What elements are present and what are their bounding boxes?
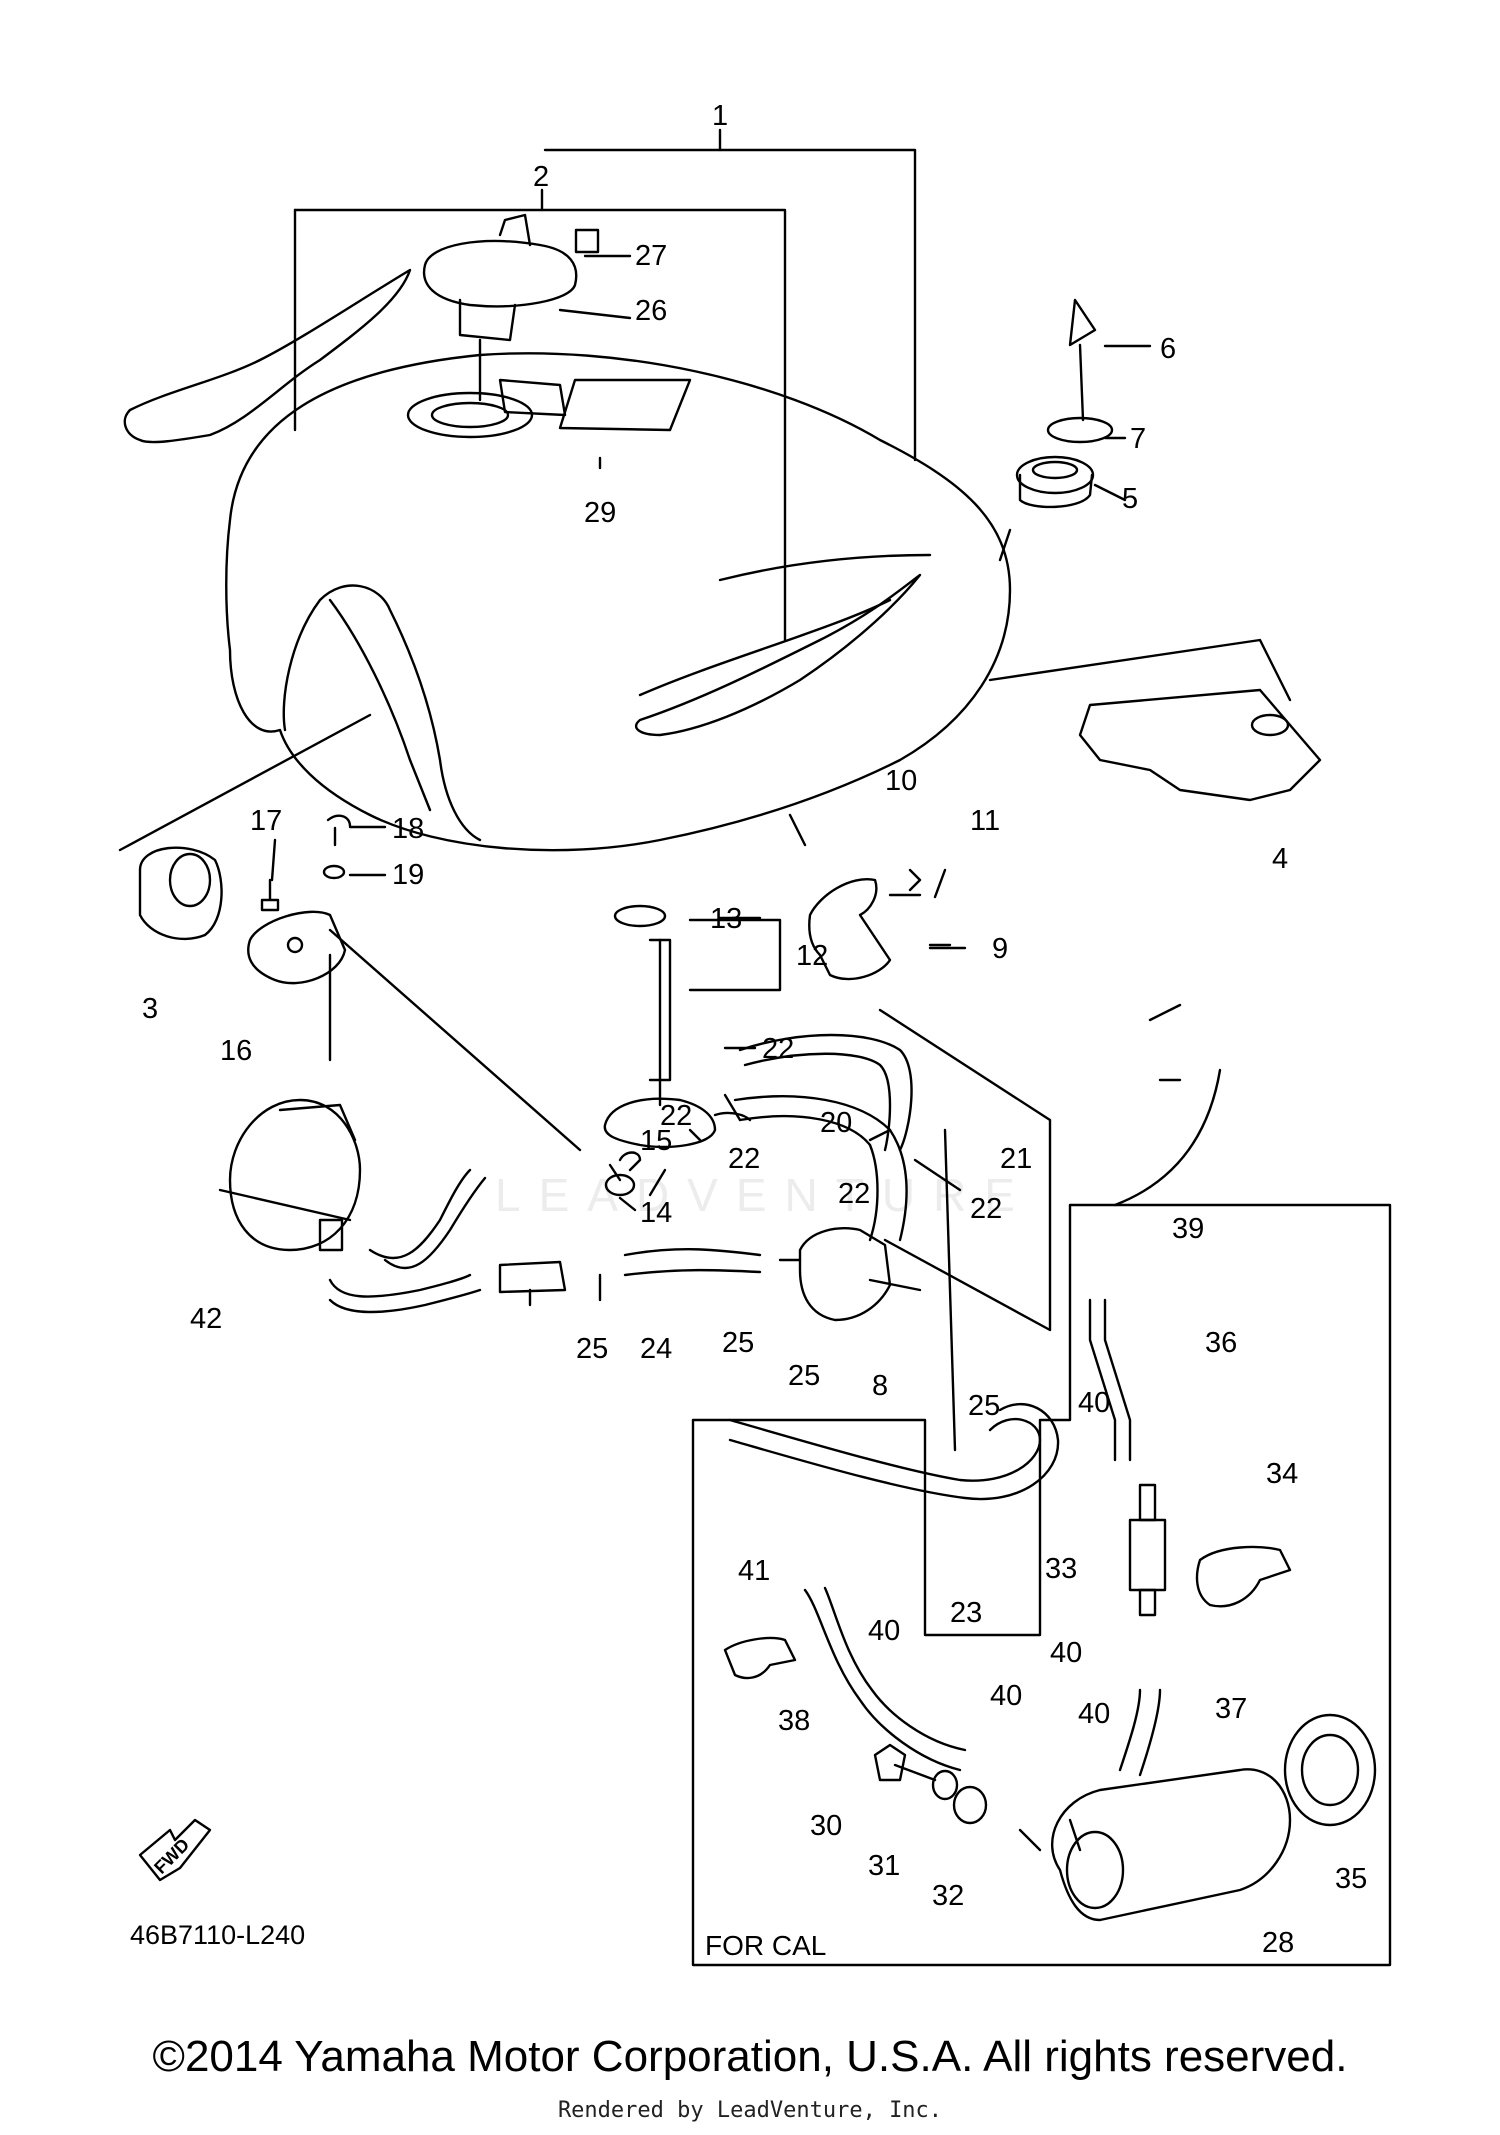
filler-neck (406, 391, 534, 439)
callout-21: 21 (1000, 1143, 1032, 1175)
callout-16: 16 (220, 1035, 252, 1067)
hose-lower-left (328, 1273, 472, 1298)
rendered-by-credit: Rendered by LeadVenture, Inc. (557, 2098, 943, 2123)
callout-7: 7 (1130, 423, 1146, 455)
fuel-pump-42 (228, 1098, 362, 1252)
callout-bracket-1 (543, 148, 917, 462)
callout-20: 20 (820, 1107, 852, 1139)
bracket-10 (808, 878, 892, 981)
callout-24: 24 (640, 1333, 672, 1365)
callout-40-e: 40 (1078, 1698, 1110, 1730)
callout-35: 35 (1335, 1863, 1367, 1895)
bolt-6 (1068, 298, 1097, 422)
callout-28: 28 (1262, 1927, 1294, 1959)
cap-3 (138, 846, 223, 941)
callout-1: 1 (712, 100, 728, 132)
callout-13: 13 (710, 903, 742, 935)
callout-39: 39 (1172, 1213, 1204, 1245)
clamp-41 (723, 1636, 797, 1680)
callout-22-a: 22 (762, 1033, 794, 1065)
callout-8: 8 (872, 1370, 888, 1402)
callout-25-c: 25 (788, 1360, 820, 1392)
callout-25-d: 25 (968, 1390, 1000, 1422)
callout-37: 37 (1215, 1693, 1247, 1725)
gasket-13 (613, 904, 667, 928)
callout-9: 9 (992, 933, 1008, 965)
callout-6: 6 (1160, 333, 1176, 365)
callout-22-c: 22 (838, 1178, 870, 1210)
callout-22-e: 22 (660, 1100, 692, 1132)
callout-bracket-2 (293, 208, 787, 642)
callout-14: 14 (640, 1197, 672, 1229)
hose-38 (803, 1588, 962, 1772)
callout-40-d: 40 (990, 1680, 1022, 1712)
callout-33: 33 (1045, 1553, 1077, 1585)
washer-7 (1046, 416, 1114, 444)
callout-30: 30 (810, 1810, 842, 1842)
callout-25-a: 25 (576, 1333, 608, 1365)
for-cal-label: FOR CAL (705, 1930, 827, 1961)
leadventure-watermark: LEADVENTURE (495, 1169, 1033, 1221)
callout-22-b: 22 (728, 1143, 760, 1175)
grommet-32 (952, 1785, 988, 1825)
callout-15: 15 (640, 1125, 672, 1157)
callout-25-b: 25 (722, 1327, 754, 1359)
callout-31: 31 (868, 1850, 900, 1882)
callout-26: 26 (635, 295, 667, 327)
diagram-code: 46B7110-L240 (130, 1920, 306, 1950)
callout-3: 3 (142, 993, 158, 1025)
callout-42: 42 (190, 1303, 222, 1335)
callout-41: 41 (738, 1555, 770, 1587)
for-cal-box (691, 1203, 1392, 1967)
callout-11: 11 (970, 805, 1000, 837)
hose-20 (733, 1095, 908, 1242)
callout-40-a: 40 (1078, 1387, 1110, 1419)
tank-emblem-left (123, 268, 412, 444)
callout-32: 32 (932, 1880, 964, 1912)
clamp-34 (1195, 1545, 1292, 1608)
tank-emblem-right (634, 573, 922, 737)
callout-2: 2 (533, 161, 549, 193)
hose-37 (1118, 1688, 1162, 1777)
hose-21 (738, 1033, 913, 1152)
fwd-arrow-icon (138, 1818, 212, 1882)
callout-27: 27 (635, 240, 667, 272)
fuel-tank (225, 352, 1012, 852)
tank-bracket-4 (1078, 688, 1322, 802)
callout-34: 34 (1266, 1458, 1298, 1490)
callout-40-c: 40 (1050, 1637, 1082, 1669)
callout-18: 18 (392, 813, 424, 845)
tee-joint (498, 1260, 567, 1307)
collar-31 (931, 1769, 959, 1801)
fuel-pump-8 (798, 1227, 892, 1322)
callout-5: 5 (1122, 483, 1138, 515)
fuel-cap (422, 239, 578, 308)
callout-19: 19 (392, 859, 424, 891)
callout-22-d: 22 (970, 1193, 1002, 1225)
hose-23 (728, 1418, 1042, 1482)
callout-29: 29 (584, 497, 616, 529)
callout-36: 36 (1205, 1327, 1237, 1359)
copyright-notice: ©2014 Yamaha Motor Corporation, U.S.A. A… (152, 2032, 1348, 2081)
callout-17: 17 (250, 805, 282, 837)
callout-38: 38 (778, 1705, 810, 1737)
charcoal-canister-28 (1050, 1768, 1292, 1922)
callout-12: 12 (796, 940, 828, 972)
callout-10: 10 (885, 765, 917, 797)
callout-4: 4 (1272, 843, 1288, 875)
bolt-30 (873, 1743, 937, 1782)
callout-40-b: 40 (868, 1615, 900, 1647)
hose-24 (623, 1248, 762, 1277)
cap-35 (1283, 1713, 1377, 1827)
fuel-filter-33 (1128, 1518, 1167, 1592)
callout-23: 23 (950, 1597, 982, 1629)
